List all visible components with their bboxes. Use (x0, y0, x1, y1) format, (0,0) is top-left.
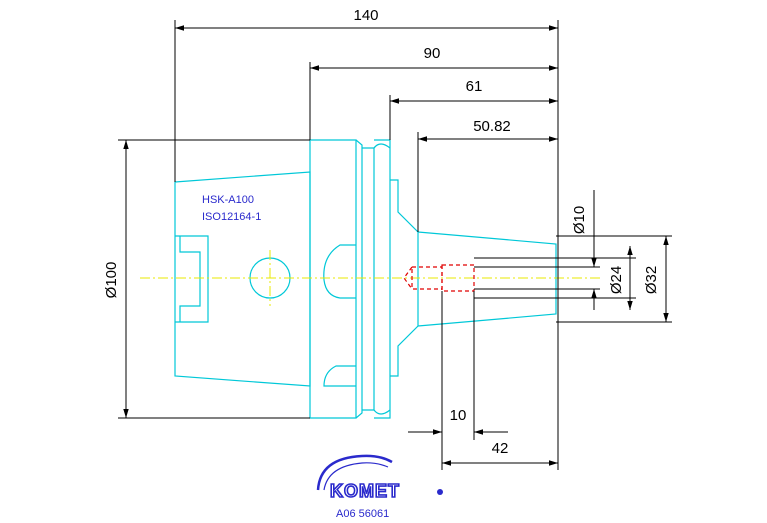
interface-label: HSK-A100 (202, 194, 254, 206)
komet-logo-text: KOMET (330, 481, 400, 501)
dim-50-82-label: 50.82 (473, 118, 511, 135)
standard-label: ISO12164-1 (202, 211, 261, 223)
dim-24-label: Ø24 (608, 266, 625, 294)
dim-diameter-24: Ø24 (474, 246, 636, 310)
dim-10-label: 10 (450, 407, 467, 424)
dim-diameter-32: Ø32 (556, 235, 672, 323)
dim-100-label: Ø100 (103, 262, 120, 299)
dim-10-dia-label: Ø10 (571, 206, 588, 234)
dim-flange-to-end: 90 (309, 45, 558, 140)
dim-61-label: 61 (466, 78, 483, 95)
dim-90-label: 90 (424, 45, 441, 62)
dim-140-label: 140 (353, 7, 378, 24)
hidden-bore (403, 264, 475, 292)
dim-bore-depth: 10 (408, 291, 508, 470)
dim-overall-length: 140 (174, 7, 559, 470)
dim-42-label: 42 (492, 440, 509, 457)
komet-logo: KOMET (316, 454, 443, 502)
dim-taper-length: 50.82 (417, 118, 558, 232)
dim-diameter-10: Ø10 (474, 190, 600, 310)
dim-diameter-100: Ø100 (103, 139, 310, 419)
dim-bore-length: 42 (442, 440, 558, 466)
dim-32-label: Ø32 (643, 266, 660, 294)
dim-body-to-end: 61 (389, 78, 558, 140)
tool-holder-outline (174, 139, 557, 419)
part-number: A06 56061 (336, 508, 389, 520)
